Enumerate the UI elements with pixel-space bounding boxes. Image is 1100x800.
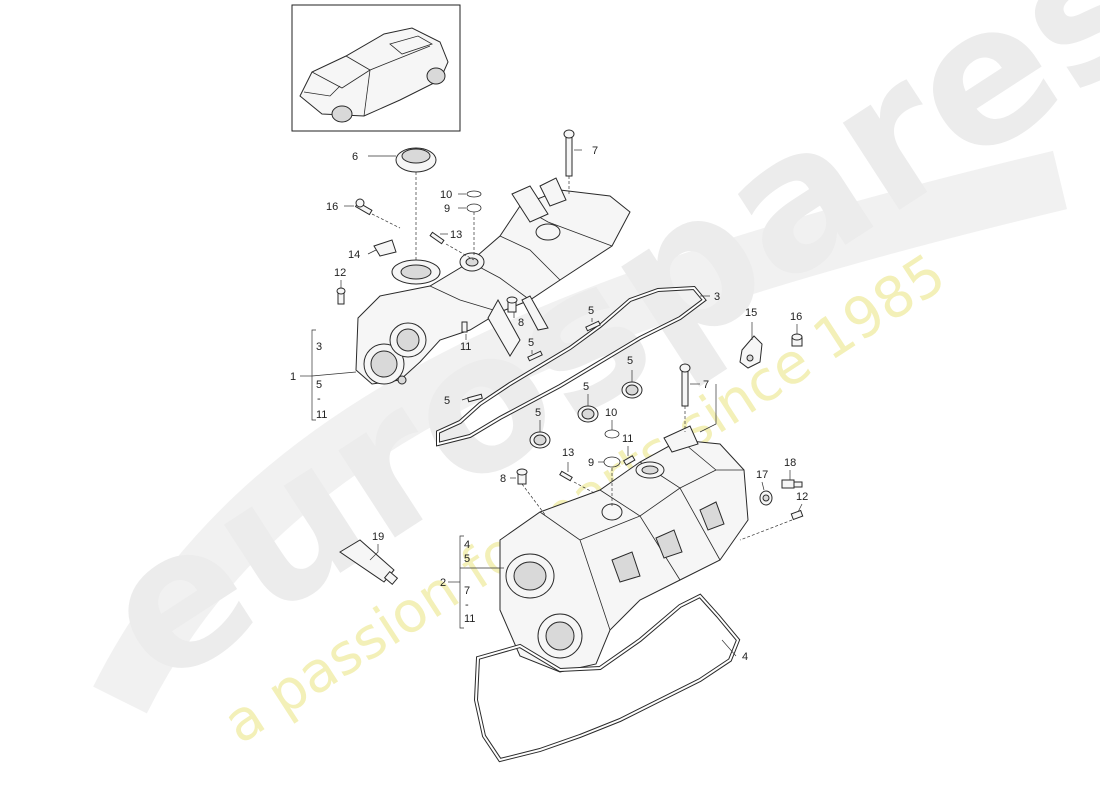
oil-filler-cap bbox=[395, 147, 437, 262]
group-2-range-dash: - bbox=[465, 599, 469, 611]
callout-16-upper: 16 bbox=[326, 201, 338, 213]
group-2-label: 2 bbox=[440, 577, 446, 589]
callout-7-upper: 7 bbox=[592, 145, 598, 157]
group-1-range-start: 3 bbox=[316, 341, 322, 353]
callout-16-lower: 16 bbox=[790, 311, 802, 323]
callout-13-lower: 13 bbox=[562, 447, 574, 459]
callout-9-lower: 9 bbox=[588, 457, 594, 469]
bolt-7-upper bbox=[563, 129, 575, 196]
callout-13-upper: 13 bbox=[450, 229, 462, 241]
callout-10-lower: 10 bbox=[605, 407, 617, 419]
callout-4: 4 bbox=[742, 651, 748, 663]
tube-seal-5d bbox=[621, 381, 643, 399]
tube-seal-5e bbox=[577, 405, 599, 423]
callout-8-upper: 8 bbox=[518, 317, 524, 329]
bolt-7-lower bbox=[679, 363, 691, 432]
cover-gasket-3 bbox=[436, 285, 707, 447]
group-2-range-third: 7 bbox=[464, 585, 470, 597]
group-1-label: 1 bbox=[290, 371, 296, 383]
plug-8-lower bbox=[516, 468, 547, 517]
seal-17 bbox=[759, 490, 773, 506]
callout-8-lower: 8 bbox=[500, 473, 506, 485]
bolt-16-upper bbox=[354, 198, 401, 229]
tube-seal-5a bbox=[585, 320, 601, 332]
lower-camshaft-cover bbox=[499, 425, 749, 673]
group-2-range-end: 11 bbox=[464, 613, 475, 625]
callout-15: 15 bbox=[745, 307, 757, 319]
vehicle-thumbnail bbox=[291, 4, 461, 132]
bracket-15 bbox=[739, 335, 763, 369]
tube-seal-5b bbox=[527, 350, 543, 362]
callout-14: 14 bbox=[348, 249, 360, 261]
callout-labels: 6 7 10 9 16 13 14 12 8 11 3 5 5 5 5 5 5 … bbox=[290, 145, 808, 663]
callout-10-upper: 10 bbox=[440, 189, 452, 201]
seal-ring-9-upper bbox=[466, 203, 482, 256]
upper-camshaft-cover bbox=[355, 177, 631, 385]
callout-5-a: 5 bbox=[588, 305, 594, 317]
seal-14 bbox=[373, 239, 397, 257]
callout-6: 6 bbox=[352, 151, 358, 163]
watermark-swoosh bbox=[93, 150, 1068, 714]
callout-19: 19 bbox=[372, 531, 384, 543]
callout-7-lower: 7 bbox=[703, 379, 709, 391]
callout-5-b: 5 bbox=[528, 337, 534, 349]
callout-17: 17 bbox=[756, 469, 768, 481]
group-1-range-mid: 5 bbox=[316, 379, 322, 391]
sealant-tube-19 bbox=[339, 539, 399, 585]
cover-gasket-4 bbox=[473, 593, 741, 763]
seal-11-upper bbox=[461, 321, 468, 333]
bolt-13-upper bbox=[429, 231, 475, 261]
seal-11-lower bbox=[622, 455, 636, 466]
callout-3: 3 bbox=[714, 291, 720, 303]
callout-11-upper: 11 bbox=[460, 341, 471, 353]
callout-18: 18 bbox=[784, 457, 796, 469]
leader-lines bbox=[300, 149, 803, 657]
callout-5-c: 5 bbox=[444, 395, 450, 407]
bolt-12-lower bbox=[739, 509, 804, 541]
fitting-18 bbox=[781, 479, 803, 489]
group-2-range-second: 5 bbox=[464, 553, 470, 565]
car-suv-icon bbox=[299, 27, 449, 123]
tube-seal-5c bbox=[467, 393, 483, 403]
plug-8-upper bbox=[506, 296, 518, 313]
callout-5-e: 5 bbox=[583, 381, 589, 393]
tube-seal-5f bbox=[529, 431, 551, 449]
group-1-range-end: 11 bbox=[316, 409, 327, 421]
callout-5-f: 5 bbox=[535, 407, 541, 419]
callout-11-lower: 11 bbox=[622, 433, 633, 445]
bolt-16-lower bbox=[791, 333, 803, 347]
bolt-13-lower bbox=[559, 470, 597, 495]
group-1-range-dash: - bbox=[317, 393, 321, 405]
callout-5-d: 5 bbox=[627, 355, 633, 367]
seal-ring-10-upper bbox=[466, 190, 482, 198]
callout-12-lower: 12 bbox=[796, 491, 808, 503]
bolt-12-upper bbox=[336, 287, 346, 305]
callout-12-upper: 12 bbox=[334, 267, 346, 279]
callout-9-upper: 9 bbox=[444, 203, 450, 215]
group-2-range-first: 4 bbox=[464, 539, 470, 551]
